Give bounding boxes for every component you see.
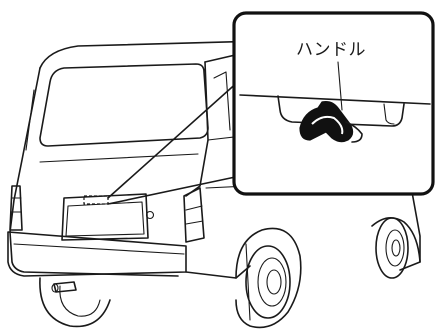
- right-front-wheel: [371, 217, 421, 279]
- rear-handle-location: [83, 195, 109, 205]
- pull-hand-arrow: [299, 101, 354, 143]
- license-plate-recess: [61, 193, 149, 241]
- right-taillight: [183, 187, 205, 243]
- exhaust-pipe: [53, 281, 77, 293]
- label-leader-line: [337, 61, 343, 111]
- right-taillight-divider-2: [185, 220, 204, 225]
- van-roof: [39, 39, 301, 69]
- handle-label: ハンドル: [296, 40, 366, 60]
- van-side-sill: [185, 265, 251, 279]
- rear-bumper: [7, 231, 187, 277]
- rear-bumper-line: [13, 243, 185, 255]
- right-rear-wheel: [235, 227, 302, 329]
- handle-recess: [383, 103, 395, 125]
- right-taillight-divider: [185, 205, 203, 211]
- callout-box: ハンドル: [232, 11, 435, 196]
- left-taillight: [9, 185, 23, 231]
- license-plate: [65, 201, 145, 237]
- van-side-window: [213, 71, 231, 131]
- callout-leader: [107, 79, 241, 205]
- rear-door-seam: [39, 153, 199, 163]
- van-rear-corner-line: [25, 89, 35, 151]
- keyhole: [145, 210, 155, 220]
- van-rear-outline: [9, 67, 179, 277]
- exhaust-opening: [51, 283, 59, 293]
- van-illustration: [7, 39, 421, 329]
- pull-hand-highlight: [311, 115, 344, 135]
- hand-fingers: [345, 121, 363, 143]
- left-rear-wheel-inner: [59, 285, 101, 317]
- left-rear-wheel: [39, 277, 111, 328]
- rear-window: [39, 63, 209, 147]
- door-edge-line: [239, 94, 431, 105]
